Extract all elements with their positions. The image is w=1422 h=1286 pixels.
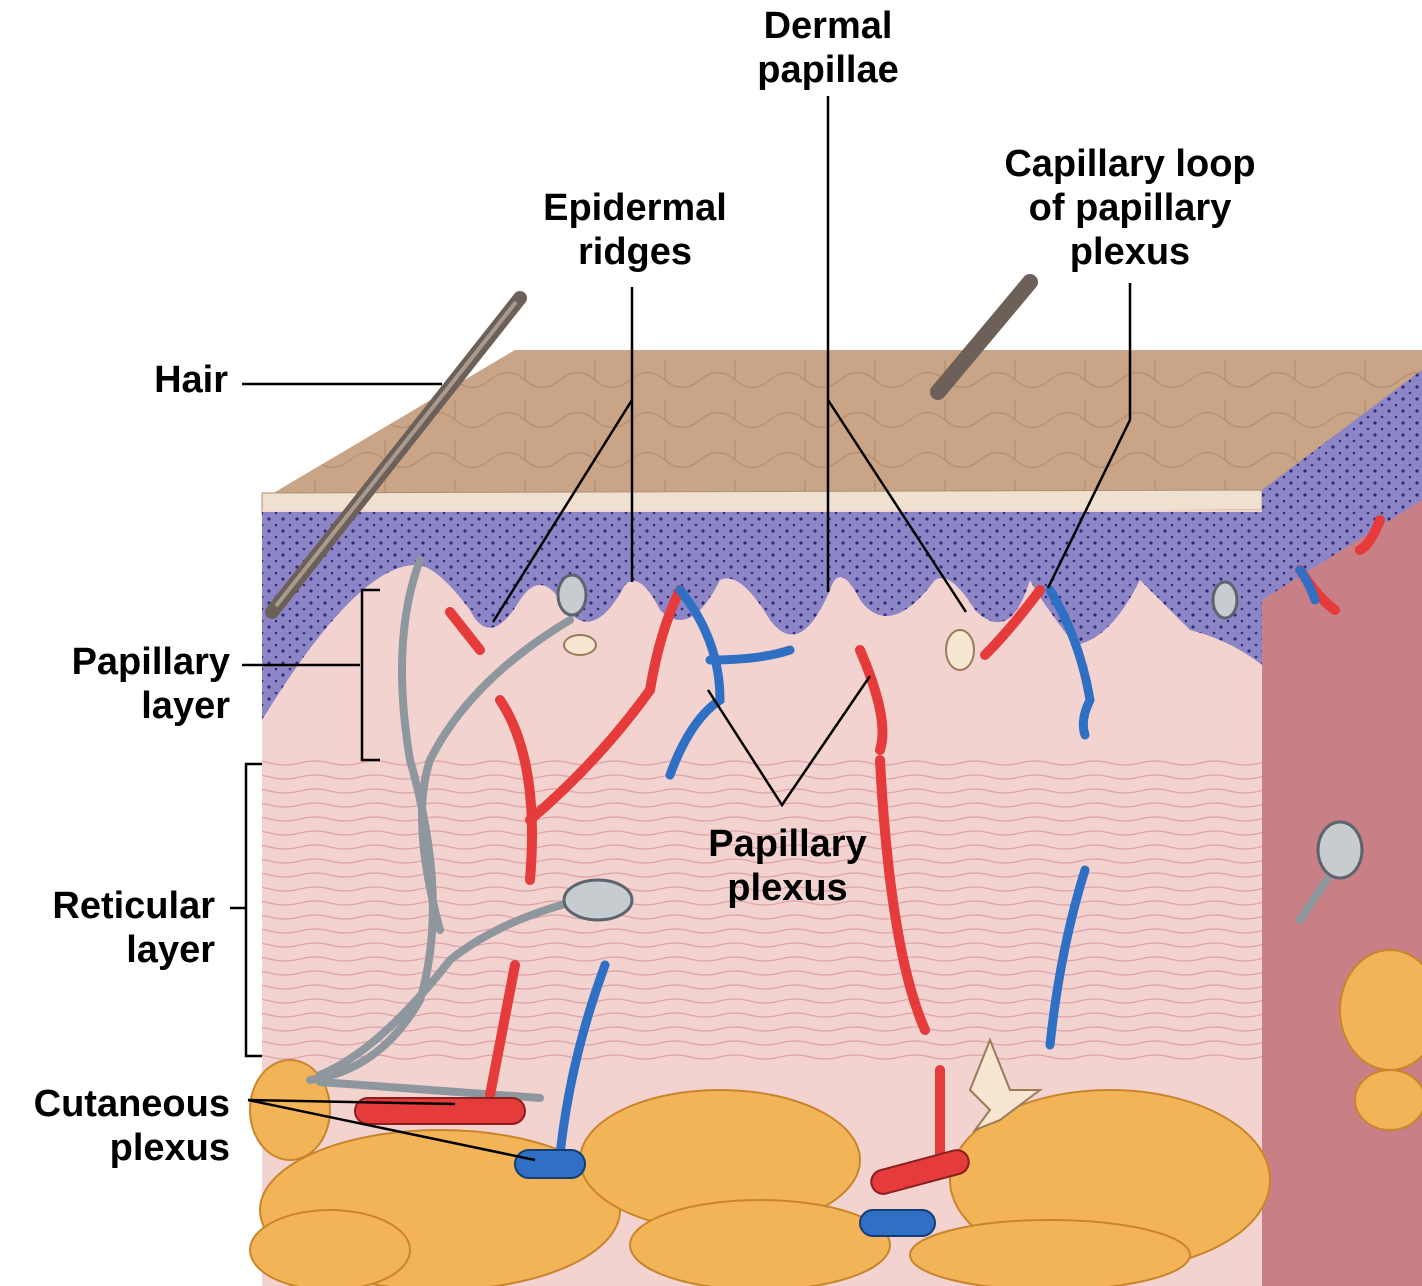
label-reticular-layer: Reticular layer xyxy=(10,884,215,972)
skin-surface xyxy=(262,350,1422,515)
label-epidermal-ridges: Epidermal ridges xyxy=(510,186,760,274)
label-hair: Hair xyxy=(100,358,228,402)
label-cutaneous-plexus: Cutaneous plexus xyxy=(4,1082,230,1170)
label-dermal-papillae: Dermal papillae xyxy=(728,4,928,92)
label-capillary-loop: Capillary loop of papillary plexus xyxy=(980,142,1280,274)
label-papillary-layer: Papillary layer xyxy=(20,640,230,728)
label-papillary-plexus: Papillary plexus xyxy=(680,822,895,910)
